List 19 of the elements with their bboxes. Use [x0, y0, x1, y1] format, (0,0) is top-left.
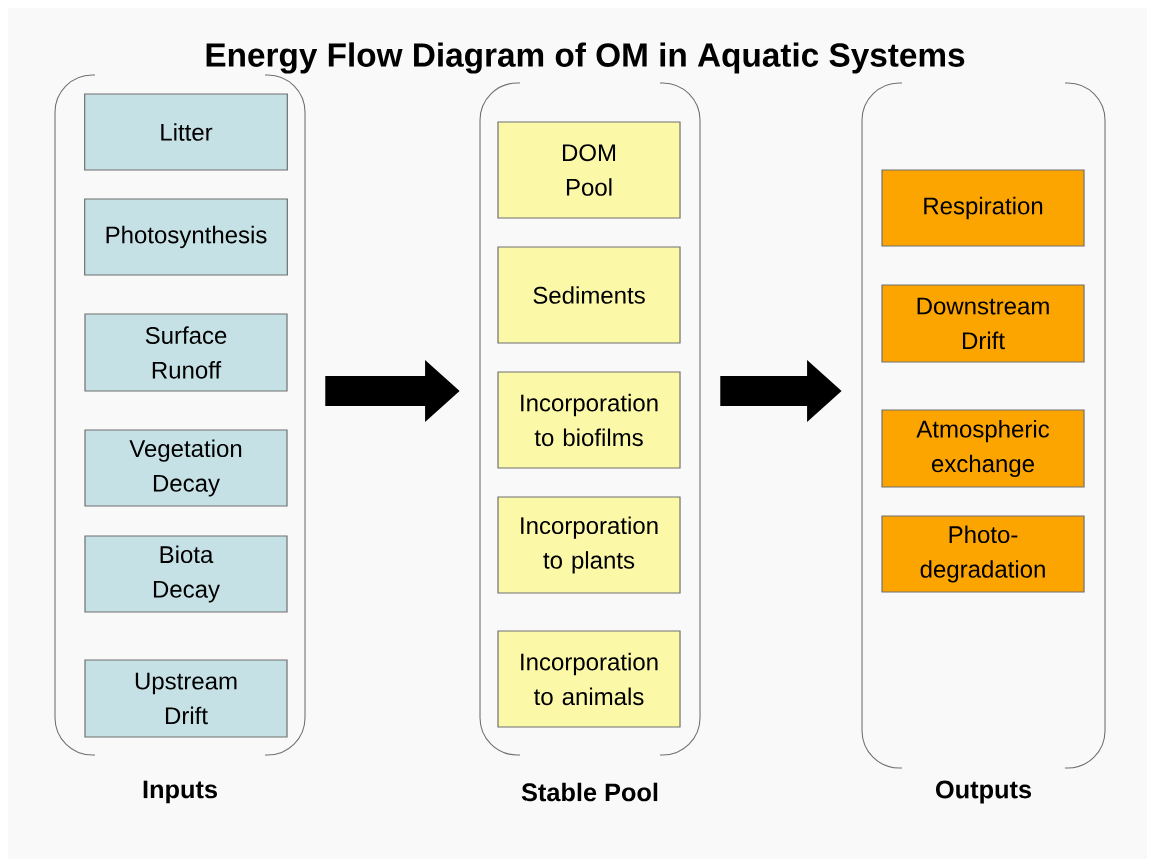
- process-box: Downstream Drift: [881, 284, 1085, 363]
- process-box: Incorporation to animals: [497, 630, 681, 728]
- process-box: Sediments: [497, 246, 681, 344]
- process-box: Upstream Drift: [84, 659, 288, 738]
- process-box: Photosynthesis: [84, 198, 288, 276]
- process-box: DOM Pool: [497, 121, 681, 219]
- process-box: Incorporation to biofilms: [497, 371, 681, 469]
- process-box: Surface Runoff: [84, 313, 288, 392]
- process-box: Photo-degradation: [881, 515, 1085, 593]
- group-label: Stable Pool: [521, 782, 658, 802]
- process-box: Respiration: [881, 169, 1085, 247]
- process-box: Atmospheric exchange: [881, 409, 1085, 488]
- process-box: Biota Decay: [84, 535, 288, 613]
- group-label: Inputs: [143, 780, 217, 804]
- process-box: Incorporation to plants: [497, 496, 681, 594]
- group-label: Outputs: [936, 780, 1032, 804]
- process-box: Litter: [84, 93, 288, 171]
- process-box: Vegetation Decay: [84, 429, 288, 507]
- title: Energy Flow Diagram of OM in Aquatic Systems: [206, 42, 965, 74]
